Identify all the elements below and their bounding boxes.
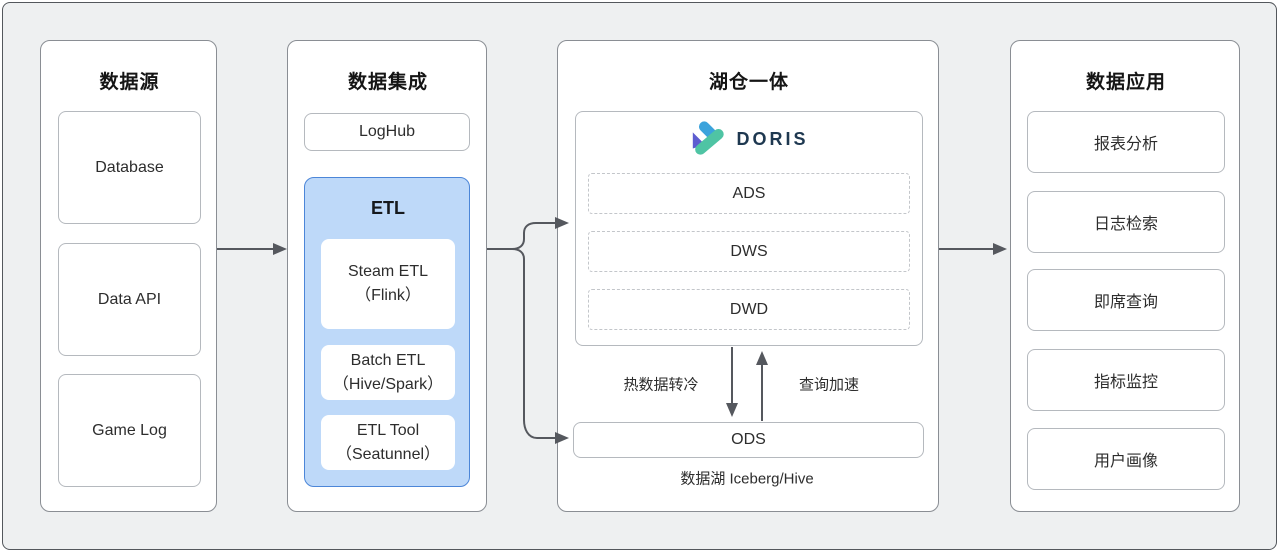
box-database: Database <box>58 111 201 224</box>
label-query-accel: 查询加速 <box>798 376 860 394</box>
box-user-profile-label: 用户画像 <box>1093 453 1158 470</box>
box-data-api-label: Data API <box>97 290 162 308</box>
panel-lakehouse: 湖仓一体 DORIS ADS DWS DWD ODS <box>557 40 939 512</box>
panel-data-integration: 数据集成 LogHub ETL Steam ETL （Flink） Batch … <box>287 40 487 512</box>
panel-data-application-title: 数据应用 <box>1085 72 1166 93</box>
box-user-profile: 用户画像 <box>1027 428 1225 490</box>
layer-ads: ADS <box>588 173 910 214</box>
box-stream-etl: Steam ETL （Flink） <box>321 239 455 329</box>
box-stream-etl-line1: Steam ETL <box>347 263 429 280</box>
box-batch-etl-line2: （Hive/Spark） <box>332 375 444 393</box>
etl-container: ETL Steam ETL （Flink） Batch ETL （Hive/Sp… <box>304 177 470 487</box>
panel-lakehouse-title: 湖仓一体 <box>708 72 789 93</box>
box-ods-label: ODS <box>731 431 766 448</box>
box-etl-tool-line2: （Seatunnel） <box>335 445 441 463</box>
box-loghub-label: LogHub <box>358 123 416 140</box>
panel-data-source: 数据源 Database Data API Game Log <box>40 40 217 512</box>
box-metric-monitoring-label: 指标监控 <box>1093 374 1158 391</box>
box-batch-etl: Batch ETL （Hive/Spark） <box>321 345 455 400</box>
box-report-analysis-label: 报表分析 <box>1093 136 1158 153</box>
doris-logo-text: DORIS <box>736 128 809 149</box>
layer-dws: DWS <box>588 231 910 272</box>
box-loghub: LogHub <box>304 113 470 151</box>
layer-dwd: DWD <box>588 289 910 330</box>
box-database-label: Database <box>95 158 164 176</box>
doris-logo: DORIS <box>575 117 923 161</box>
layer-dws-label: DWS <box>730 242 768 260</box>
box-ods: ODS <box>573 422 924 458</box>
box-batch-etl-line1: Batch ETL <box>350 351 426 369</box>
box-game-log: Game Log <box>58 374 201 487</box>
box-game-log-label: Game Log <box>92 421 167 439</box>
panel-data-source-title: 数据源 <box>99 72 160 93</box>
box-metric-monitoring: 指标监控 <box>1027 349 1225 411</box>
box-data-api: Data API <box>58 243 201 356</box>
label-hot-to-cold: 热数据转冷 <box>623 376 699 394</box>
doris-logo-icon <box>689 119 727 159</box>
layer-ads-label: ADS <box>732 184 766 202</box>
panel-data-application: 数据应用 报表分析 日志检索 即席查询 指标监控 用户画像 <box>1010 40 1240 512</box>
panel-data-integration-title: 数据集成 <box>347 72 428 93</box>
box-stream-etl-line2: （Flink） <box>355 287 421 304</box>
label-data-lake: 数据湖 Iceberg/Hive <box>680 470 814 488</box>
box-log-search-label: 日志检索 <box>1093 216 1158 233</box>
etl-title: ETL <box>371 198 405 218</box>
box-adhoc-query-label: 即席查询 <box>1093 294 1158 311</box>
box-etl-tool: ETL Tool （Seatunnel） <box>321 415 455 470</box>
box-adhoc-query: 即席查询 <box>1027 269 1225 331</box>
layer-dwd-label: DWD <box>729 300 769 318</box>
box-etl-tool-line1: ETL Tool <box>356 421 420 439</box>
box-report-analysis: 报表分析 <box>1027 111 1225 173</box>
box-log-search: 日志检索 <box>1027 191 1225 253</box>
